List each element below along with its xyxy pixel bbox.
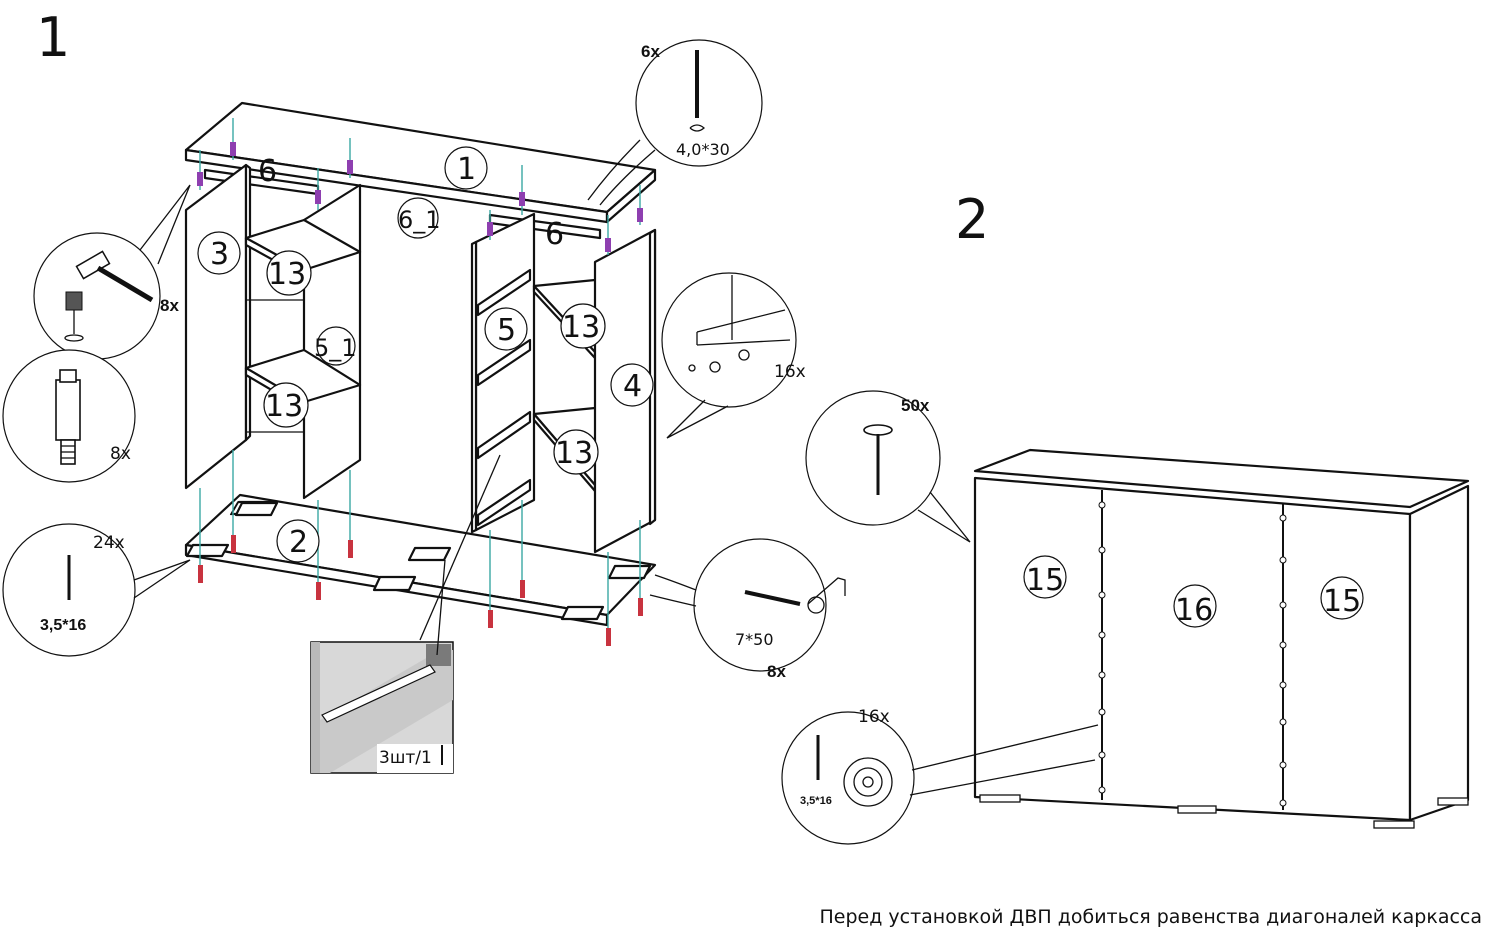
callout-nail: 50x — [805, 390, 971, 543]
part-label-13-c: 13 — [562, 310, 600, 345]
callout-confirmat: 7*50 8x — [649, 538, 846, 681]
callout-hammer-insert: 8x — [33, 184, 191, 360]
part-label-15-left: 15 — [1026, 563, 1064, 598]
part-label-16: 16 — [1175, 593, 1213, 628]
qty-label: 6x — [641, 42, 660, 61]
size-label: 4,0*30 — [676, 140, 730, 159]
size-label: 7*50 — [735, 630, 774, 649]
callout-cam-bolt: 8x — [2, 349, 136, 483]
part-label-5: 5 — [497, 313, 516, 348]
callout-screw-4x30: 6x 4,0*30 — [587, 39, 763, 206]
qty-label: 24x — [93, 533, 125, 553]
hex-key-icon — [807, 577, 846, 614]
part-label-4: 4 — [623, 369, 642, 404]
inset-drawer-rail: 3шт/1 — [310, 454, 501, 774]
part-label-3: 3 — [210, 237, 229, 272]
part-label-13-d: 13 — [555, 436, 593, 471]
part-label-15-right: 15 — [1323, 584, 1361, 619]
callout-screw-3-5x16: 24x 3,5*16 — [2, 523, 191, 657]
part-label-6-right: 6 — [545, 217, 564, 252]
exploded-carcass: 1 2 3 4 5 5_1 6 6 6_1 13 13 13 13 — [184, 101, 657, 646]
callout-backpanel-screw: 16x 3,5*16 — [781, 707, 1099, 845]
assembly-note: Перед установкой ДВП добиться равенства … — [819, 906, 1482, 928]
qty-label: 50x — [901, 396, 930, 415]
qty-label: 8x — [160, 296, 179, 315]
part-label-6-1: 6_1 — [398, 206, 441, 234]
step-number-2: 2 — [955, 188, 989, 251]
part-label-5-1: 5_1 — [314, 334, 357, 362]
part-circle — [444, 146, 488, 190]
cabinet-top — [973, 448, 1470, 509]
nail-icon — [863, 424, 893, 495]
size-label: 3,5*16 — [800, 795, 832, 807]
rail-label: 3шт/1 — [379, 748, 432, 768]
cabinet-back — [973, 476, 1412, 822]
hammer-icon — [75, 250, 154, 303]
part-label-2: 2 — [289, 525, 308, 560]
step-number-1: 1 — [36, 6, 70, 69]
top-panel — [184, 101, 657, 214]
size-label: 3,5*16 — [40, 617, 86, 634]
assembled-cabinet-back: 15 16 15 — [973, 448, 1470, 829]
part-label-13-b: 13 — [265, 389, 303, 424]
callout-cam-lock: 16x — [661, 272, 806, 439]
qty-label: 16x — [774, 362, 806, 382]
qty-label: 8x — [767, 662, 786, 681]
qty-label: 8x — [110, 444, 131, 464]
part-label-1: 1 — [457, 152, 476, 187]
qty-label: 16x — [858, 707, 890, 727]
left-side-panel — [184, 163, 248, 490]
part-label-6-left: 6 — [258, 154, 277, 189]
part-label-13-a: 13 — [268, 257, 306, 292]
